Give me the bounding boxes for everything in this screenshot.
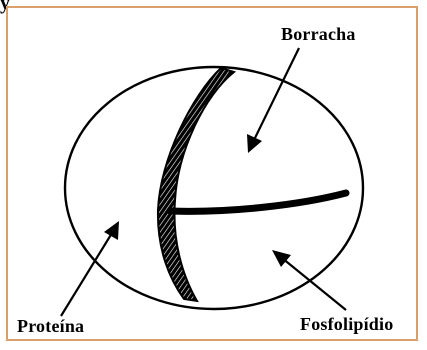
label-fosfolipidio: Fosfolipídio bbox=[300, 314, 393, 335]
arrow-proteina bbox=[61, 221, 119, 316]
label-borracha: Borracha bbox=[281, 24, 356, 45]
meridian-band bbox=[158, 68, 234, 301]
sphere-outline bbox=[65, 67, 363, 309]
arrow-borracha bbox=[247, 48, 299, 153]
equatorial-band bbox=[170, 193, 346, 211]
label-proteina: Proteína bbox=[17, 316, 84, 337]
